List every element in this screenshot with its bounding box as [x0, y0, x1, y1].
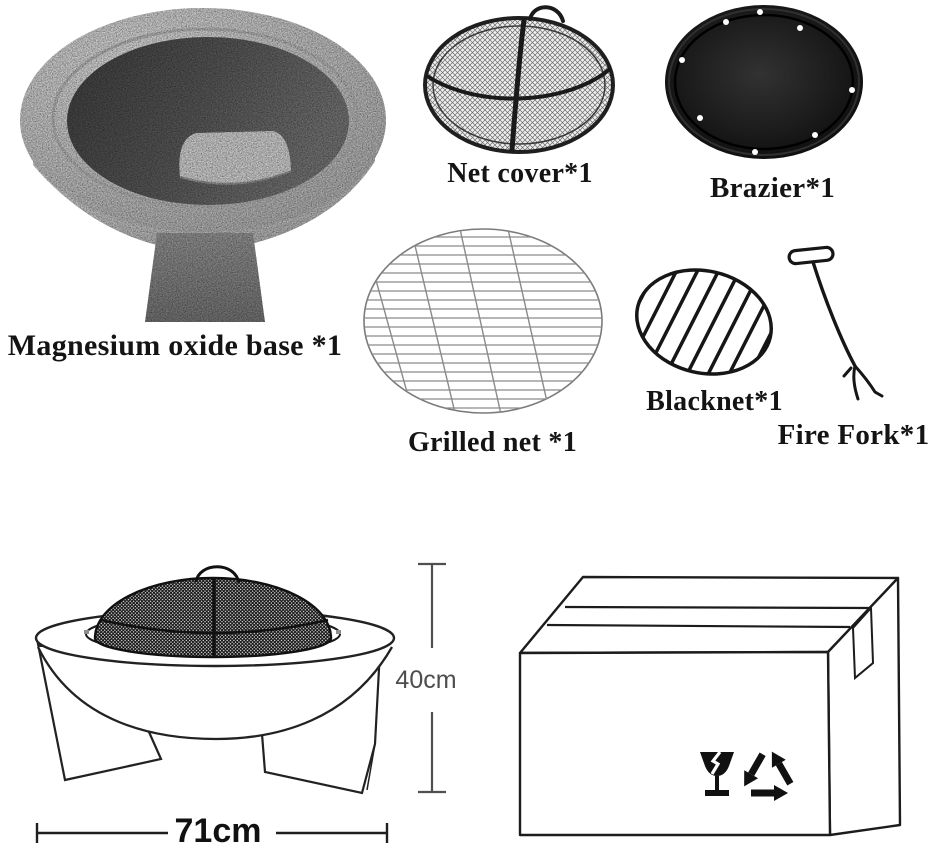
box-front-face	[518, 650, 832, 837]
brazier-bowl	[665, 5, 863, 159]
fire-pit-dome-handle	[194, 565, 241, 584]
fire-fork-shaft	[811, 260, 857, 368]
height-dimension-label: 40cm	[395, 666, 457, 694]
box-flap-seams	[546, 605, 871, 629]
fire-pit-bowl	[36, 646, 393, 741]
fire-fork-handle	[787, 245, 835, 266]
brazier-image	[665, 5, 863, 159]
grilled-net-image	[363, 228, 603, 414]
net-cover-handle	[528, 5, 565, 23]
assembled-fire-pit-drawing	[34, 565, 396, 795]
recycle-icon	[744, 751, 794, 801]
brazier-rim-inner	[673, 13, 855, 151]
fire-pit-leg-fold	[366, 743, 376, 791]
grilled-net-wires	[364, 229, 602, 413]
box-flap-edge	[851, 605, 875, 681]
magnesium-base-label: Magnesium oxide base *1	[7, 329, 343, 362]
base-speckle-texture	[20, 8, 386, 322]
grilled-net-frame	[363, 228, 603, 414]
brazier-rivets	[679, 9, 855, 155]
fire-fork-image	[787, 245, 884, 401]
net-cover-label: Net cover*1	[447, 158, 593, 189]
width-dimension-line	[35, 823, 389, 843]
grilled-net-label: Grilled net *1	[407, 427, 578, 458]
height-dimension-line	[418, 562, 446, 794]
net-cover-image	[423, 5, 615, 154]
blacknet-label: Blacknet*1	[646, 386, 783, 417]
net-cover-inner-rim	[432, 25, 606, 145]
brazier-rim-outer	[668, 8, 860, 156]
blacknet-image	[630, 261, 780, 382]
fire-fork-prongs	[842, 364, 884, 401]
width-dimension-label: 71cm	[174, 812, 262, 849]
shipping-box-drawing	[518, 575, 902, 837]
blacknet-bars	[630, 261, 780, 382]
net-cover-strap-vertical	[509, 17, 527, 153]
brazier-label: Brazier*1	[709, 172, 836, 204]
net-cover-strap-cross	[425, 66, 613, 101]
fire-fork-label: Fire Fork*1	[777, 419, 930, 451]
fragile-icon	[700, 751, 734, 796]
magnesium-base-image	[20, 8, 386, 322]
